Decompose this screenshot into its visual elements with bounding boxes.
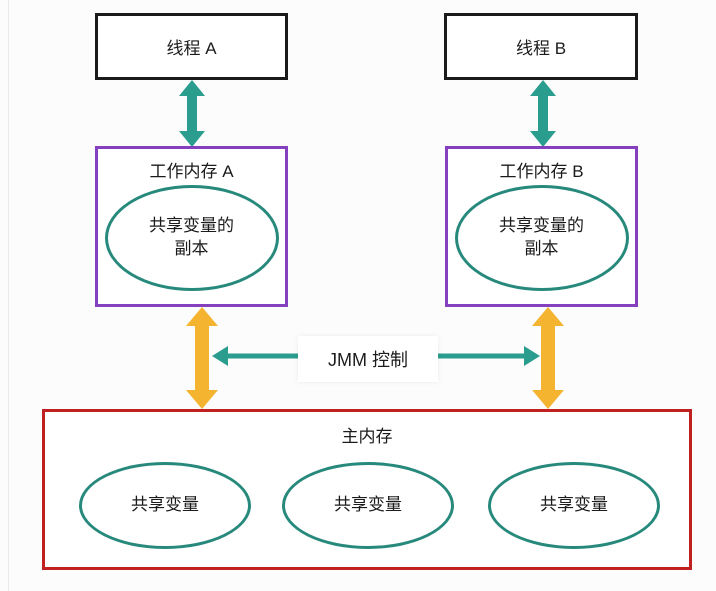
jmm-control-label: JMM 控制: [298, 336, 438, 382]
page-left-border: [8, 0, 9, 591]
shared-variable-ellipse-1: 共享变量: [79, 462, 251, 549]
shared-variable-copy-a-line2: 副本: [174, 239, 209, 258]
shared-variable-copy-a-ellipse: 共享变量的 副本: [104, 185, 279, 291]
shared-variable-copy-b-line2: 副本: [524, 239, 559, 258]
working-memory-a-box: 工作内存 A 共享变量的 副本: [95, 146, 288, 307]
shared-variable-ellipse-2: 共享变量: [282, 462, 454, 549]
working-memory-a-main-memory-arrow-icon: [186, 307, 218, 409]
working-memory-a-title: 工作内存 A: [149, 162, 234, 181]
shared-variable-copy-a-line1: 共享变量的: [149, 216, 234, 236]
working-memory-b-box: 工作内存 B 共享变量的 副本: [445, 146, 638, 307]
working-memory-b-main-memory-arrow-icon: [532, 307, 564, 409]
shared-variable-copy-b-ellipse: 共享变量的 副本: [454, 185, 629, 291]
thread-a-box: 线程 A: [95, 13, 288, 80]
thread-a-label: 线程 A: [166, 39, 217, 58]
shared-variable-copy-b-line1: 共享变量的: [499, 216, 584, 236]
thread-b-label: 线程 B: [515, 39, 567, 58]
main-memory-title: 主内存: [341, 427, 393, 446]
thread-b-box: 线程 B: [444, 13, 638, 80]
thread-b-working-memory-arrow-icon: [530, 80, 556, 147]
working-memory-b-title: 工作内存 B: [499, 162, 584, 181]
thread-a-working-memory-arrow-icon: [179, 80, 205, 147]
main-memory-box: 主内存 共享变量 共享变量 共享变量: [42, 409, 692, 570]
shared-variable-ellipse-3: 共享变量: [488, 462, 660, 549]
